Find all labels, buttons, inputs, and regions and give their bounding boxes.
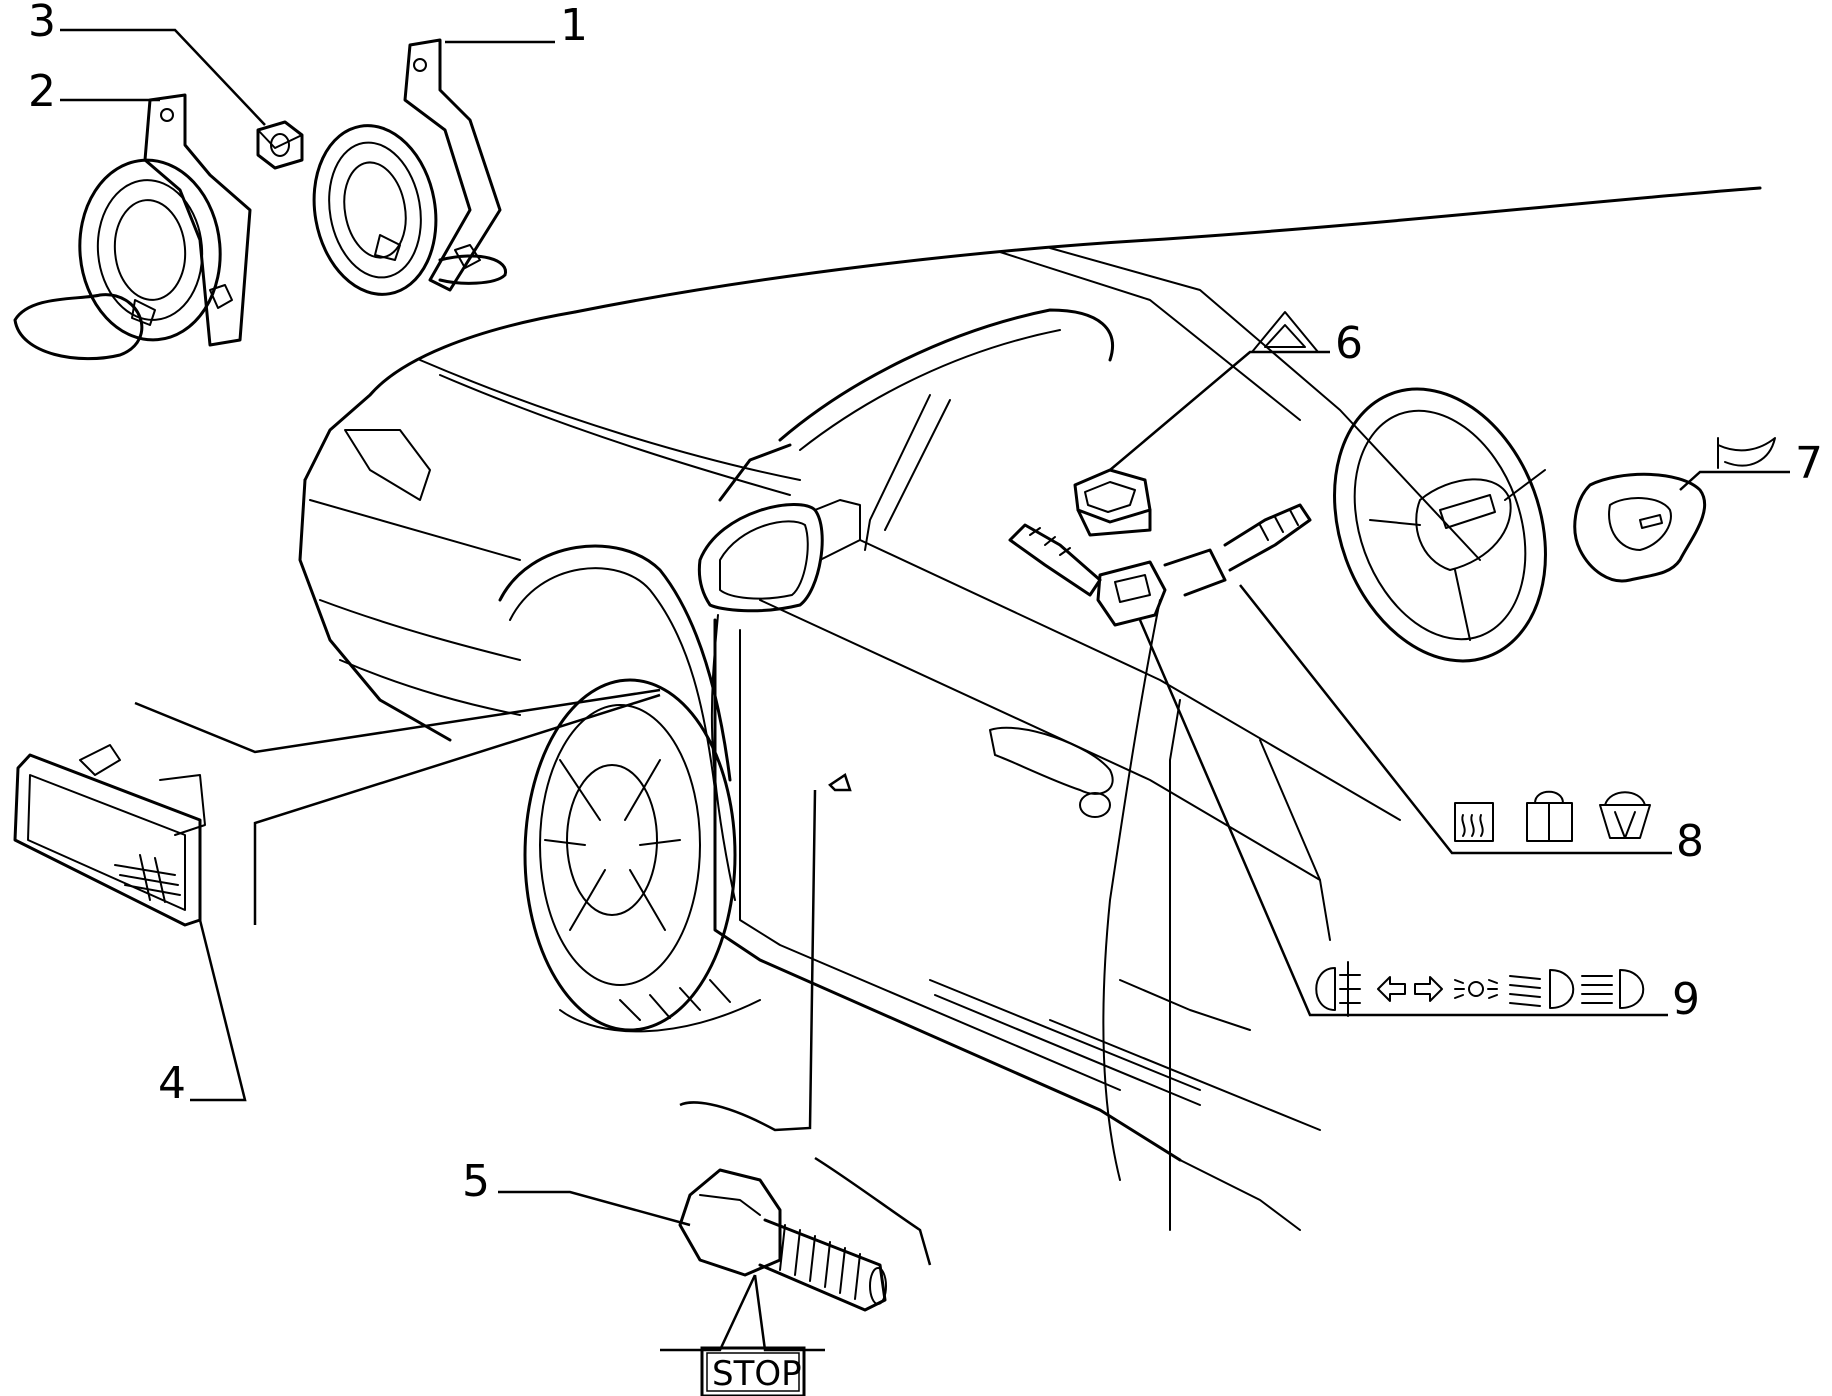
hazard-triangle-icon xyxy=(1251,311,1319,353)
rear-wiper-icon xyxy=(1526,790,1573,842)
wire-harness xyxy=(710,614,736,901)
horn-part-1 xyxy=(312,38,507,296)
rear-fog-light-icon xyxy=(1315,961,1361,1017)
stop-label-box: STOP xyxy=(700,1346,806,1396)
brake-light-switch-part-5 xyxy=(678,1168,887,1312)
hazard-switch-part-6 xyxy=(1073,468,1152,537)
callout-9: 9 xyxy=(1672,974,1700,1025)
horn-part-2 xyxy=(13,93,252,361)
horn-pad-part-7 xyxy=(1573,472,1707,583)
car-body-outline xyxy=(298,186,1762,1231)
callout-3: 3 xyxy=(28,0,56,47)
callout-labels: 1 2 3 4 5 6 7 8 9 xyxy=(28,0,1823,1207)
horn-icon xyxy=(1717,437,1776,469)
callout-8: 8 xyxy=(1676,816,1704,867)
nut-part-3 xyxy=(256,120,304,170)
parking-light-icon xyxy=(1454,979,1498,999)
front-wiper-icon xyxy=(1599,791,1651,839)
stop-label: STOP xyxy=(712,1354,802,1394)
left-turn-arrow-icon xyxy=(1377,976,1406,1002)
callout-4: 4 xyxy=(158,1058,186,1109)
leader-lines xyxy=(60,28,1790,1352)
low-beam-icon xyxy=(1509,969,1575,1009)
steering-wheel xyxy=(1333,387,1547,663)
callout-1: 1 xyxy=(560,0,588,51)
steering-column xyxy=(1102,599,1161,1181)
right-turn-arrow-icon xyxy=(1414,976,1443,1002)
callout-6: 6 xyxy=(1335,318,1363,369)
callout-2: 2 xyxy=(28,66,56,117)
side-marker-lamp-part-4 xyxy=(13,744,206,927)
callout-5: 5 xyxy=(462,1156,490,1207)
rear-defrost-icon xyxy=(1454,802,1494,842)
high-beam-icon xyxy=(1581,969,1645,1009)
combination-switch xyxy=(1008,503,1312,627)
front-wheel xyxy=(523,678,761,1033)
callout-7: 7 xyxy=(1795,438,1823,489)
side-mirror xyxy=(697,499,861,613)
